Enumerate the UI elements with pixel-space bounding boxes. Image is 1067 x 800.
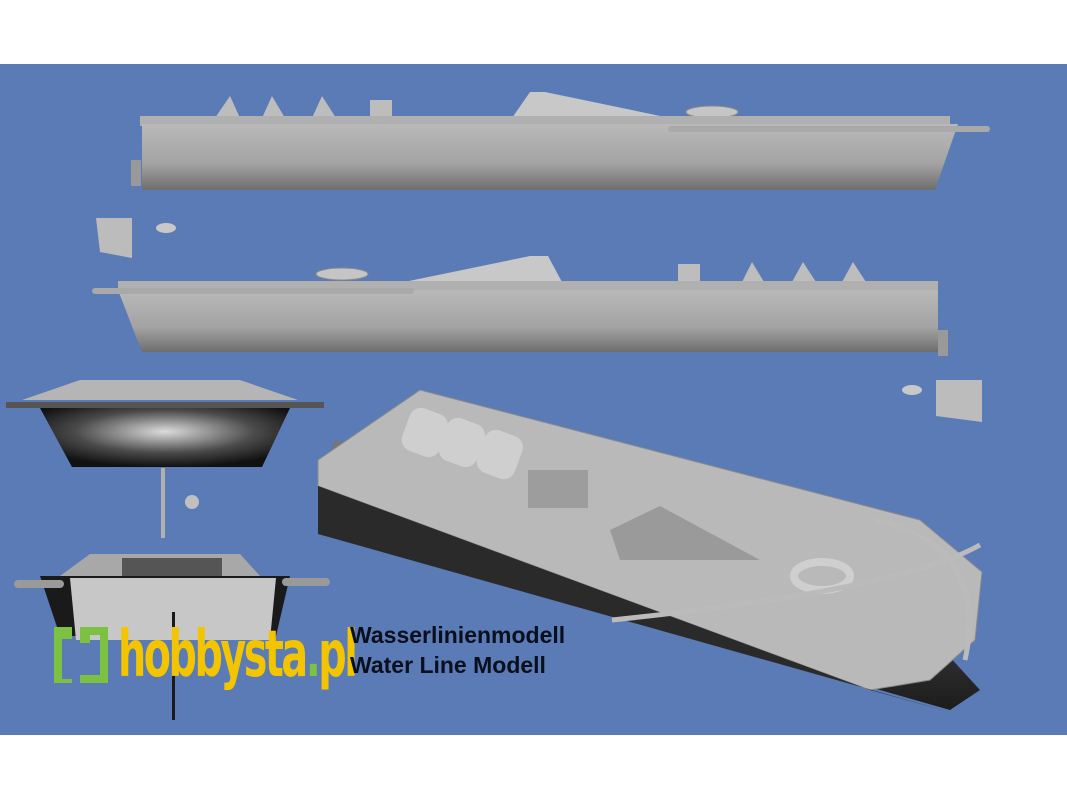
hobbysta-logo-icon	[50, 621, 112, 687]
bow-view	[14, 554, 330, 720]
side-profile-top	[96, 92, 990, 258]
model-caption: Wasserlinienmodell Water Line Modell	[350, 620, 565, 680]
caption-english: Water Line Modell	[350, 652, 546, 678]
hobbysta-watermark: hobbysta.pl	[50, 612, 501, 687]
isometric-view	[317, 389, 983, 712]
hobbysta-logo-text: hobbysta.pl	[118, 618, 358, 692]
stern-view	[6, 380, 324, 538]
caption-german: Wasserlinienmodell	[350, 622, 566, 648]
side-profile-bottom	[92, 256, 982, 422]
